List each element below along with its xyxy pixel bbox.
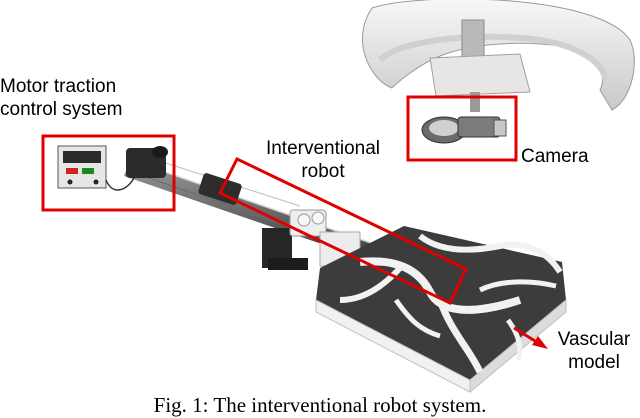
camera-label: Camera	[521, 146, 589, 167]
camera-mount	[362, 0, 635, 112]
interventional-robot-label: Interventional robot	[253, 137, 393, 183]
motor-traction-box	[41, 134, 176, 212]
interventional-robot-line-1: Interventional	[265, 138, 381, 159]
motor-traction-label: Motor traction control system	[0, 75, 122, 121]
vascular-model-label: Vascular model	[548, 328, 640, 374]
motor-traction-line-1: Motor traction	[0, 76, 117, 97]
figure-caption: Fig. 1: The interventional robot system.	[153, 393, 487, 417]
power-supply	[57, 145, 107, 189]
camera-device	[421, 116, 507, 144]
traction-motor	[105, 146, 168, 191]
vascular-model	[315, 226, 567, 394]
camera-box	[406, 95, 518, 162]
vascular-model-line-1: Vascular	[557, 329, 631, 350]
motor-traction-line-2: control system	[0, 99, 123, 120]
interventional-robot-box	[217, 157, 468, 306]
vascular-model-line-2: model	[568, 352, 620, 373]
vascular-arrow	[513, 326, 548, 349]
interventional-robot-line-2: robot	[301, 161, 345, 182]
highlight-boxes	[41, 95, 518, 306]
